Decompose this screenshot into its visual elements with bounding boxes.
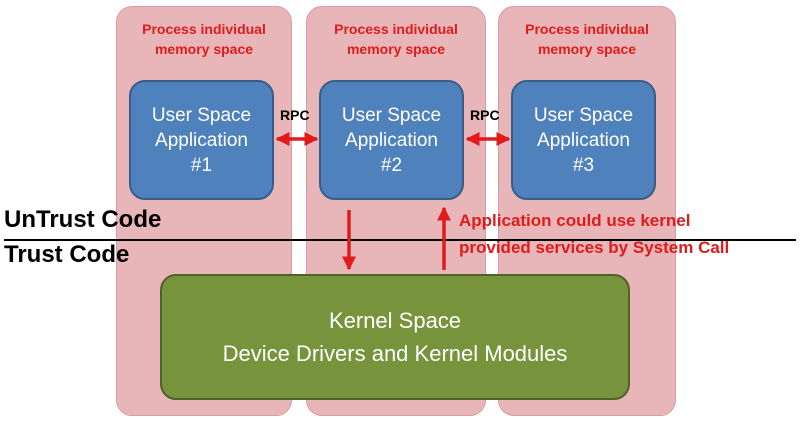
user-app-3: User Space Application #3 [511, 80, 656, 200]
kernel-space-box: Kernel Space Device Drivers and Kernel M… [160, 274, 630, 400]
kernel-title: Kernel Space [328, 308, 462, 333]
app-line-1: User Space [533, 104, 634, 126]
rpc-label-2: RPC [470, 107, 500, 123]
app-line-1: User Space [151, 104, 252, 126]
kernel-subtitle: Device Drivers and Kernel Modules [222, 341, 568, 366]
note-line-1: Application could use kernel [459, 211, 691, 230]
app-line-2: Application [155, 129, 248, 151]
app-line-2: Application [537, 129, 630, 151]
rpc-label-1: RPC [280, 107, 310, 123]
untrust-code-label: UnTrust Code [4, 206, 162, 233]
app-line-3: #2 [380, 154, 403, 176]
user-app-2: User Space Application #2 [319, 80, 464, 200]
system-call-note: Application could use kernel provided se… [459, 207, 729, 261]
process-space-label: Process individual memory space [142, 21, 266, 57]
app-line-3: #1 [190, 154, 213, 176]
process-space-label: Process individual memory space [525, 21, 649, 57]
trust-code-label: Trust Code [4, 241, 130, 268]
note-line-2: provided services by System Call [459, 238, 730, 257]
app-line-2: Application [345, 129, 438, 151]
app-line-1: User Space [341, 104, 442, 126]
process-space-label: Process individual memory space [334, 21, 458, 57]
app-line-3: #3 [572, 154, 595, 176]
user-app-1: User Space Application #1 [129, 80, 274, 200]
